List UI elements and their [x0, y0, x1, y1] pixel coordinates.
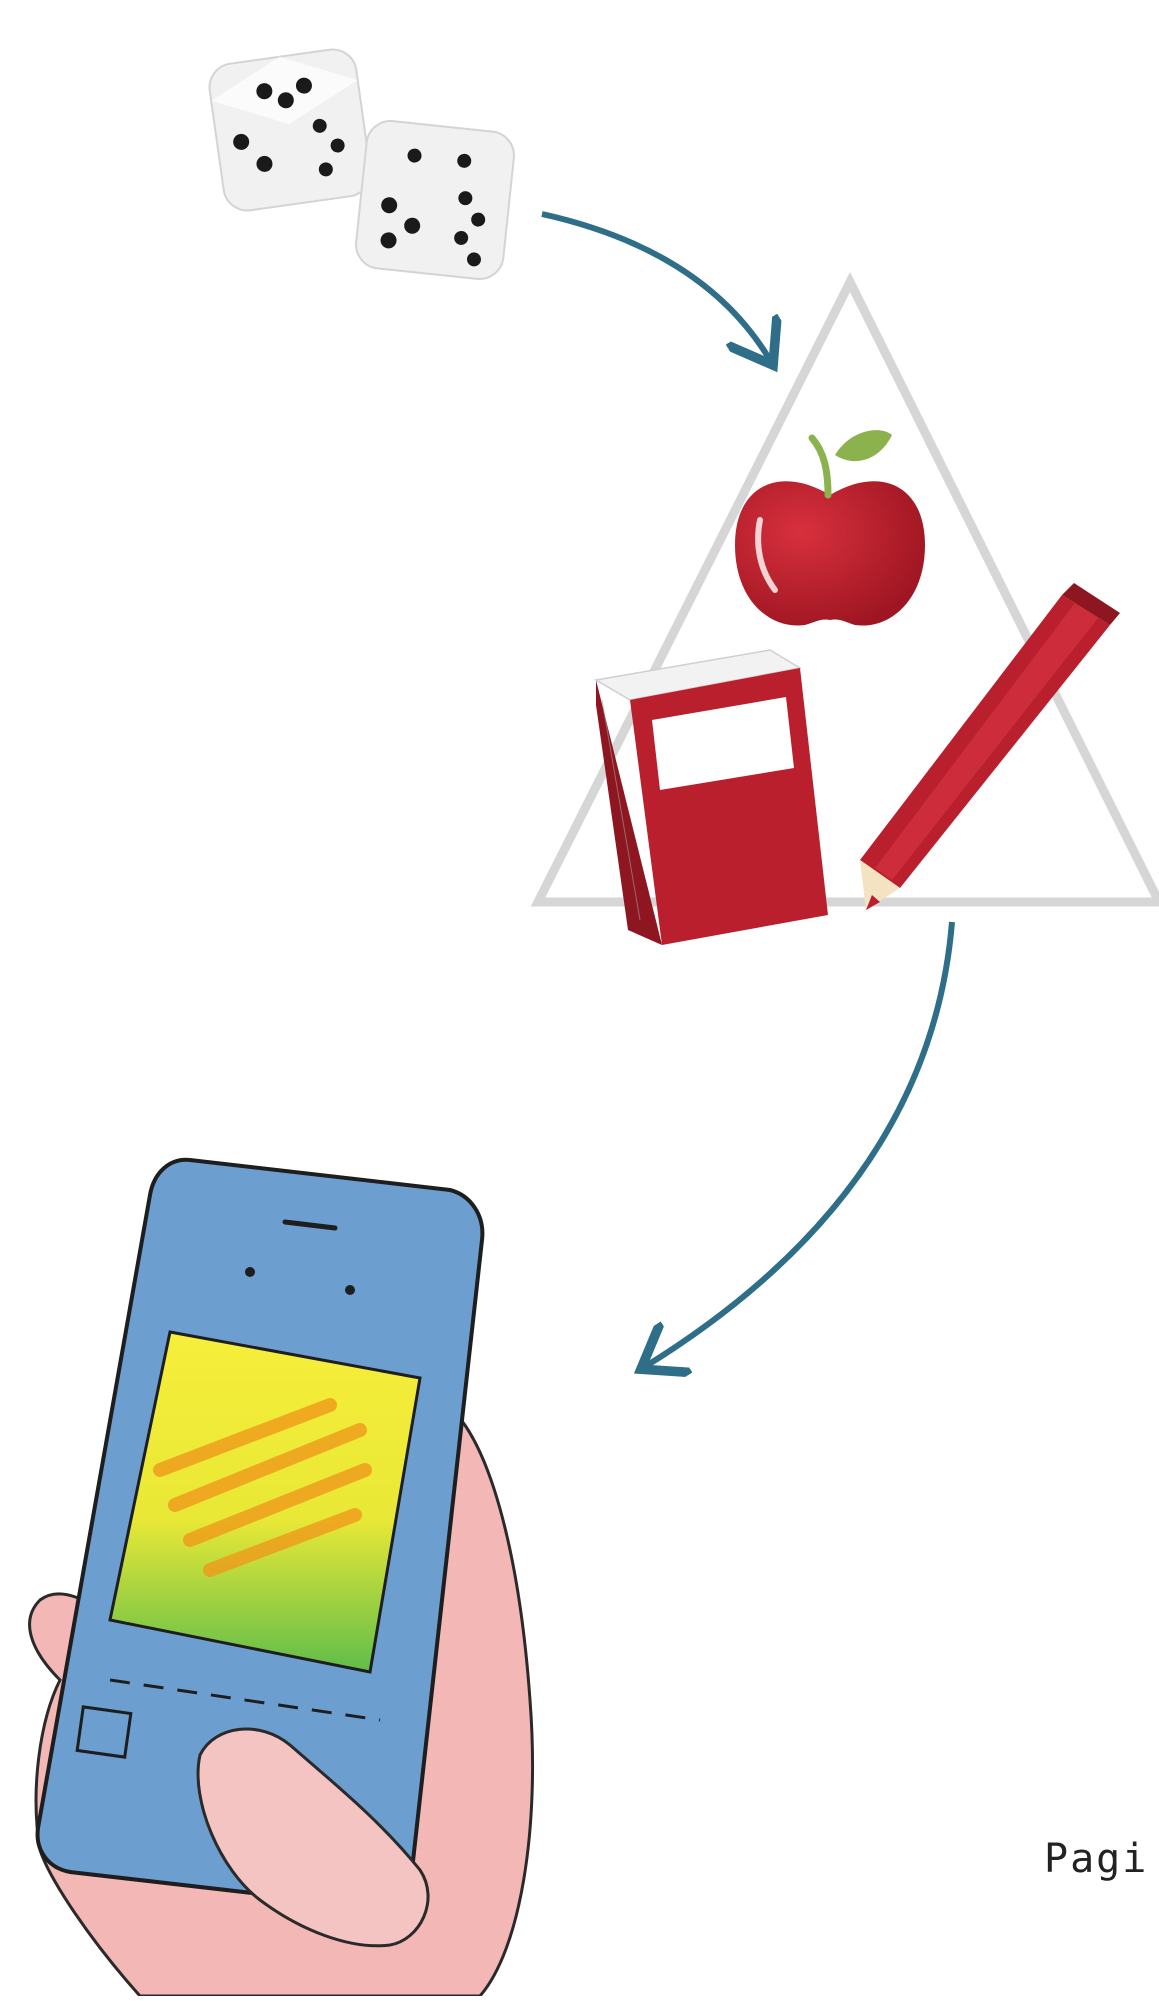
die-right	[355, 120, 515, 280]
phone-in-hand-icon	[28, 1157, 535, 1998]
arrow-triangle-to-phone	[646, 921, 955, 1366]
triangle-frame	[530, 271, 1159, 907]
die-left	[208, 48, 372, 212]
arrow-dice-to-triangle	[541, 211, 770, 360]
dice-icon	[208, 48, 515, 280]
pencil-icon	[860, 583, 1120, 910]
apple-icon	[735, 430, 925, 626]
page-label: Pagi	[1044, 1836, 1149, 1882]
book-icon	[593, 649, 828, 945]
